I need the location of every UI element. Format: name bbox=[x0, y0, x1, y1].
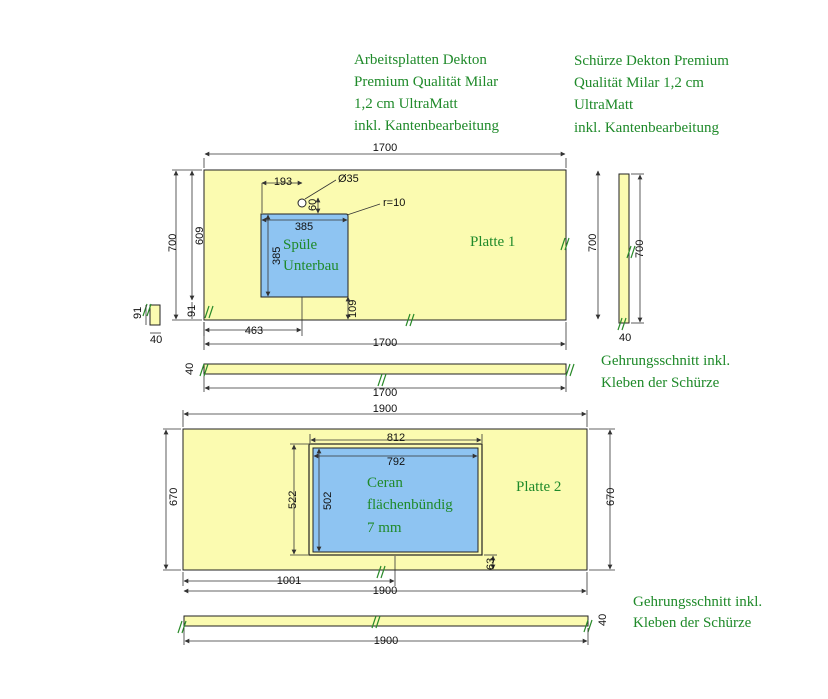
note-line: Premium Qualität Milar bbox=[354, 74, 498, 90]
apron-side bbox=[618, 173, 630, 324]
side-piece bbox=[149, 304, 161, 326]
dim-apron-1-length: 1700 bbox=[373, 387, 397, 399]
dim-width-top: 1700 bbox=[373, 142, 397, 154]
dim-40-side: 40 bbox=[150, 334, 162, 346]
dim-apron-2-height: 40 bbox=[597, 614, 609, 626]
cooktop-cutout bbox=[312, 447, 479, 553]
apron-2 bbox=[183, 615, 589, 627]
dim-63: 63 bbox=[485, 558, 497, 570]
note-line: 1,2 cm UltraMatt bbox=[354, 96, 459, 112]
dim-height-right: 700 bbox=[587, 234, 599, 252]
dim-109: 109 bbox=[347, 300, 359, 318]
platte-1-label: Platte 1 bbox=[470, 234, 515, 250]
dim-apron-2-length: 1900 bbox=[374, 635, 398, 647]
note-worktop: Arbeitsplatten Dekton Premium Qualität M… bbox=[354, 52, 499, 134]
dim-463: 463 bbox=[245, 325, 263, 337]
sink-label-line: Unterbau bbox=[283, 258, 339, 274]
dim-radius: r=10 bbox=[383, 197, 405, 209]
miter-mark-icon bbox=[405, 313, 415, 327]
cooktop-label-line: flächenbündig bbox=[367, 497, 453, 513]
dim-cut-height: 385 bbox=[271, 247, 283, 265]
leader-line bbox=[304, 179, 337, 200]
note-line: Qualität Milar 1,2 cm bbox=[574, 75, 704, 91]
dim-height-right-2: 670 bbox=[605, 488, 617, 506]
note-line: UltraMatt bbox=[574, 97, 634, 113]
apron-1 bbox=[203, 363, 567, 375]
platte-2-label: Platte 2 bbox=[516, 479, 561, 495]
dim-522: 522 bbox=[287, 491, 299, 509]
note-miter-line: Kleben der Schürze bbox=[601, 375, 720, 391]
dim-60: 60 bbox=[307, 199, 319, 211]
miter-mark-icon bbox=[204, 305, 214, 319]
leader-line bbox=[346, 203, 381, 216]
miter-mark-icon bbox=[617, 317, 627, 331]
note-apron: Schürze Dekton Premium Qualität Milar 1,… bbox=[574, 53, 729, 136]
miter-mark-icon bbox=[376, 565, 386, 579]
cooktop-label-line: Ceran bbox=[367, 475, 403, 491]
miter-mark-icon bbox=[377, 373, 387, 387]
note-line: inkl. Kantenbearbeitung bbox=[574, 120, 719, 136]
dim-apron-side-height: 700 bbox=[634, 240, 646, 258]
miter-mark-icon bbox=[565, 363, 575, 377]
dim-792: 792 bbox=[387, 456, 405, 468]
miter-mark-icon bbox=[371, 615, 381, 629]
dim-height-left-2: 670 bbox=[168, 488, 180, 506]
dim-apron-side-width: 40 bbox=[619, 332, 631, 344]
sink-label-line: Spüle bbox=[283, 237, 318, 253]
note-line: Arbeitsplatten Dekton bbox=[354, 52, 487, 68]
dim-cut-width: 385 bbox=[295, 221, 313, 233]
miter-mark-icon bbox=[583, 619, 593, 633]
cooktop-label-line: 7 mm bbox=[367, 520, 402, 536]
tap-hole-icon bbox=[297, 198, 307, 208]
miter-mark-icon bbox=[626, 245, 636, 259]
dim-width-bottom: 1700 bbox=[373, 337, 397, 349]
note-miter-line: Gehrungsschnitt inkl. bbox=[633, 594, 762, 610]
note-miter-line: Kleben der Schürze bbox=[633, 615, 752, 631]
dim-812: 812 bbox=[387, 432, 405, 444]
miter-mark-icon bbox=[560, 237, 570, 251]
miter-mark-icon bbox=[199, 363, 209, 377]
note-line: inkl. Kantenbearbeitung bbox=[354, 118, 499, 134]
dim-width-bottom-2: 1900 bbox=[373, 585, 397, 597]
dim-height-left: 700 bbox=[167, 234, 179, 252]
dim-apron-1-height: 40 bbox=[184, 363, 196, 375]
miter-mark-icon bbox=[177, 620, 187, 634]
dim-609: 609 bbox=[194, 227, 206, 245]
note-line: Schürze Dekton Premium bbox=[574, 53, 729, 69]
dim-1001: 1001 bbox=[277, 575, 301, 587]
note-miter-line: Gehrungsschnitt inkl. bbox=[601, 353, 730, 369]
dim-193: 193 bbox=[274, 176, 292, 188]
dim-hole: Ø35 bbox=[338, 173, 359, 185]
dim-91: 91 bbox=[186, 305, 198, 317]
dim-502: 502 bbox=[322, 492, 334, 510]
dim-width-top-2: 1900 bbox=[373, 403, 397, 415]
dim-91-side: 91 bbox=[132, 307, 144, 319]
